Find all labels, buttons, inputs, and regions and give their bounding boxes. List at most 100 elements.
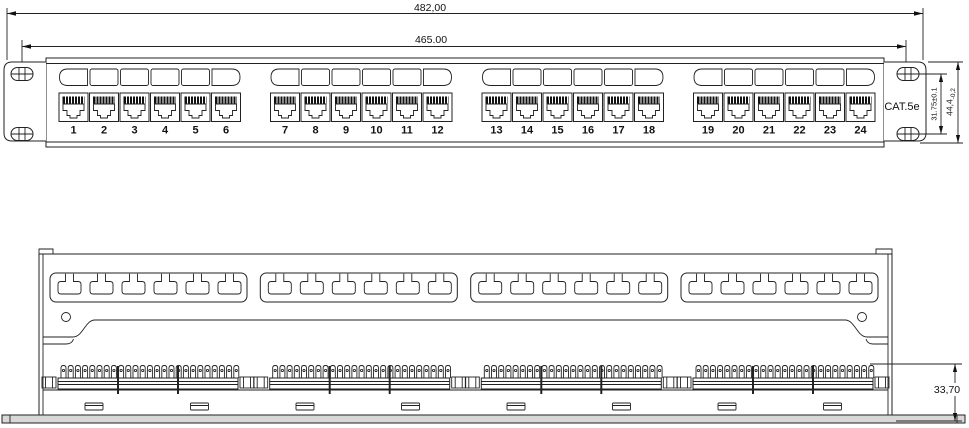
cable-tie-tab xyxy=(688,273,713,295)
right-mounting-ear xyxy=(884,61,927,142)
idc-contact xyxy=(803,365,810,378)
rear-tray-profile xyxy=(43,319,888,338)
mounting-hole xyxy=(10,67,34,81)
bottom-slot xyxy=(190,402,209,411)
rj45-aperture xyxy=(697,103,719,119)
idc-contact xyxy=(358,365,365,378)
idc-contact xyxy=(825,365,832,378)
cable-tie-tab xyxy=(848,273,873,295)
rj45-aperture xyxy=(485,103,508,119)
idc-contact xyxy=(846,365,853,378)
idc-contact xyxy=(796,365,803,378)
rear-left-tab xyxy=(38,248,54,254)
rj45-contacts xyxy=(396,96,418,104)
cable-tie-tab xyxy=(363,273,388,295)
rj45-aperture xyxy=(184,103,207,119)
cable-tie-tab xyxy=(395,273,420,295)
rj45-contacts xyxy=(819,96,841,104)
port-number: 23 xyxy=(824,125,836,137)
rj45-contacts xyxy=(516,96,538,104)
idc-contact xyxy=(512,365,519,378)
port-number: 20 xyxy=(732,125,744,137)
idc-contact xyxy=(577,365,584,378)
rj45-aperture xyxy=(426,103,449,119)
idc-contact xyxy=(139,365,146,378)
idc-contact xyxy=(301,365,307,378)
bottom-slot xyxy=(823,402,842,411)
port-number: 8 xyxy=(312,125,318,137)
label-window xyxy=(423,68,452,86)
rear-tray-fold-right xyxy=(865,338,888,345)
idc-contact xyxy=(373,365,379,378)
port-number: 11 xyxy=(401,125,413,137)
label-window xyxy=(270,68,300,86)
cable-tie-tab xyxy=(638,273,663,295)
rj45-contacts xyxy=(638,96,660,104)
port-number: 17 xyxy=(612,125,624,137)
idc-contact xyxy=(445,365,451,378)
rj45-aperture xyxy=(607,103,630,119)
label-window xyxy=(604,68,633,86)
label-window xyxy=(724,68,753,86)
idc-contact xyxy=(656,365,663,378)
cable-tie-tab xyxy=(427,273,452,295)
label-window xyxy=(754,68,784,86)
rj45-port xyxy=(89,92,119,122)
port-number: 9 xyxy=(343,125,349,137)
idc-contact xyxy=(789,365,796,378)
idc-contact xyxy=(430,365,437,378)
mounting-hole xyxy=(896,67,920,81)
idc-contact xyxy=(519,365,526,378)
idc-contact xyxy=(351,365,358,378)
idc-contact xyxy=(731,365,738,378)
rj45-aperture xyxy=(727,103,750,119)
bottom-slot xyxy=(506,402,526,411)
idc-contact xyxy=(110,365,117,378)
idc-contact xyxy=(416,365,423,378)
idc-contact xyxy=(74,365,81,378)
idc-contact xyxy=(197,365,204,378)
rj45-port xyxy=(270,92,300,122)
port-number: 3 xyxy=(131,125,137,137)
label-window xyxy=(693,68,723,86)
idc-contact xyxy=(168,365,175,378)
idc-contact xyxy=(67,365,74,378)
label-window xyxy=(392,68,422,86)
idc-contact xyxy=(839,365,846,378)
rj45-contacts xyxy=(697,96,719,104)
cable-tie-tab xyxy=(89,273,114,295)
idc-contact xyxy=(218,365,225,378)
idc-contact xyxy=(635,365,641,378)
port-number: 6 xyxy=(223,125,229,137)
cable-tie-tab xyxy=(816,273,841,295)
cable-tie-tab xyxy=(217,273,242,295)
rj45-port xyxy=(119,92,150,122)
rj45-aperture xyxy=(638,103,660,119)
mounting-hole xyxy=(896,127,920,141)
idc-contact xyxy=(409,365,415,378)
idc-contact xyxy=(745,365,752,378)
idc-contact xyxy=(738,365,745,378)
label-window xyxy=(846,68,875,86)
rear-details xyxy=(41,272,890,411)
rj45-contacts xyxy=(788,96,811,104)
idc-contact xyxy=(226,365,233,378)
idc-contact xyxy=(380,365,387,378)
label-window xyxy=(181,68,210,86)
rj45-aperture xyxy=(516,103,538,119)
rj45-aperture xyxy=(577,103,599,119)
rj45-contacts xyxy=(93,96,115,104)
idc-contact xyxy=(394,365,401,378)
label-window xyxy=(211,68,241,86)
rj45-contacts xyxy=(727,96,750,104)
rj45-port xyxy=(634,92,664,122)
port-number: 2 xyxy=(101,125,107,137)
rj45-aperture xyxy=(365,103,388,119)
idc-contact xyxy=(527,365,533,378)
idc-contact xyxy=(190,365,197,378)
